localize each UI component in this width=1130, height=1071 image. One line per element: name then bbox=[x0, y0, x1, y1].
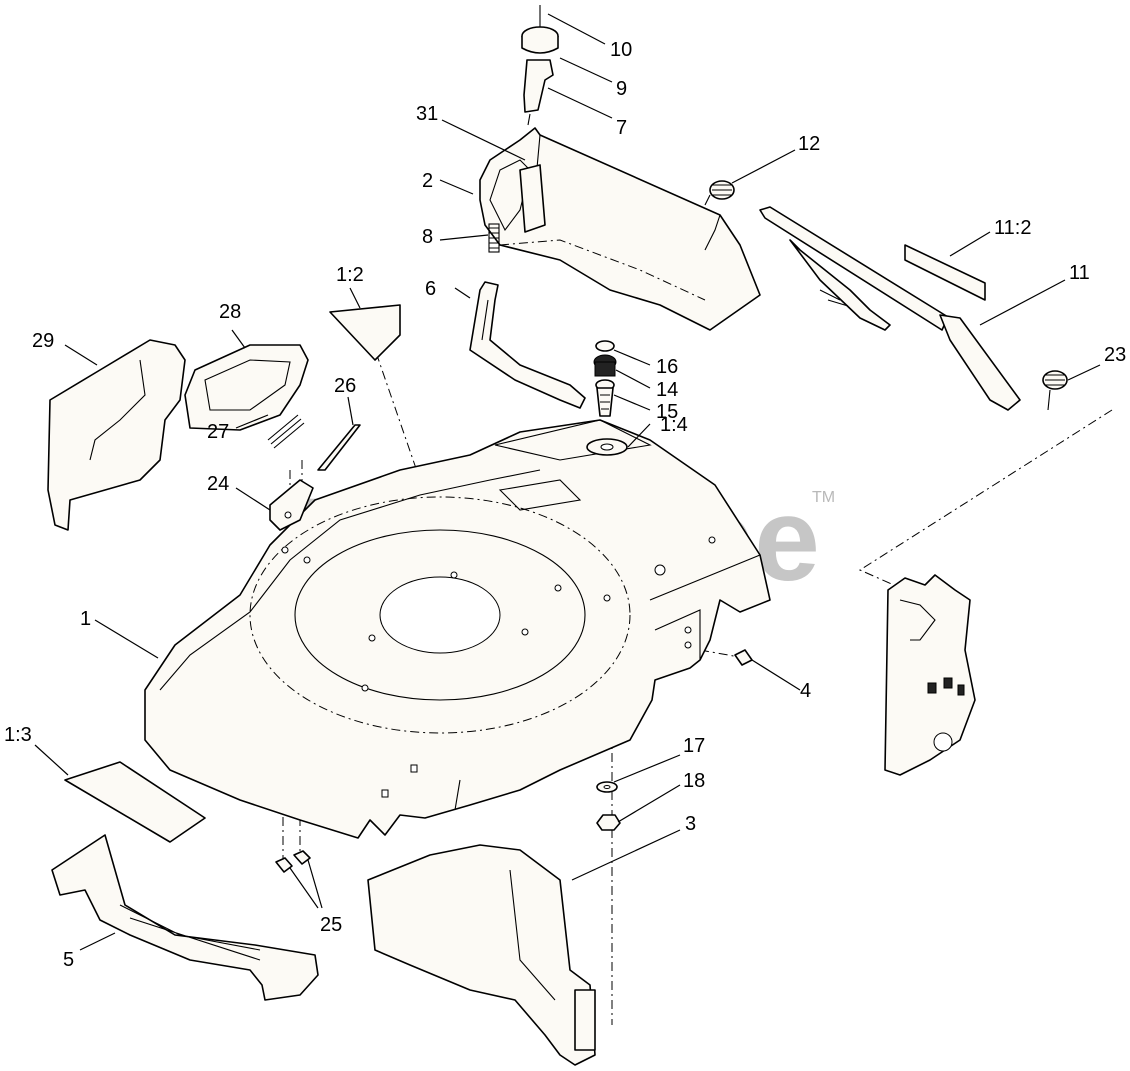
callout-15: 15 bbox=[656, 401, 678, 423]
callout-26: 26 bbox=[334, 375, 356, 397]
spring-8 bbox=[488, 223, 500, 253]
callout-4: 4 bbox=[800, 680, 811, 702]
watermark-trademark: TM bbox=[812, 489, 835, 506]
callout-23: 23 bbox=[1104, 344, 1126, 366]
callout-18: 18 bbox=[683, 770, 705, 792]
rod-bracket-assembly bbox=[267, 414, 361, 531]
callout-28: 28 bbox=[219, 301, 241, 323]
callout-8: 8 bbox=[422, 226, 433, 248]
decal-31 bbox=[519, 164, 546, 233]
callout-1-4: 1:4 bbox=[660, 414, 688, 436]
deflector-29 bbox=[47, 339, 186, 531]
callout-9: 9 bbox=[616, 78, 627, 100]
bolts-25 bbox=[275, 850, 311, 873]
callout-7: 7 bbox=[616, 117, 627, 139]
bag-handle-28 bbox=[184, 344, 309, 431]
decal-1-2 bbox=[329, 304, 401, 361]
callout-29: 29 bbox=[32, 330, 54, 352]
handle-tube-11 bbox=[759, 206, 1021, 411]
chute-3 bbox=[367, 844, 596, 1066]
callout-11: 11 bbox=[1069, 262, 1090, 284]
callout-27: 27 bbox=[207, 421, 229, 443]
door-arm-6 bbox=[469, 281, 586, 409]
callout-1: 1 bbox=[80, 608, 91, 630]
callout-11-2: 11:2 bbox=[994, 217, 1031, 239]
callout-5: 5 bbox=[63, 949, 74, 971]
callout-14: 14 bbox=[656, 379, 678, 401]
knob-assembly bbox=[593, 340, 617, 417]
leader-lines bbox=[34, 13, 1101, 951]
bolt-4 bbox=[734, 649, 753, 666]
callout-24: 24 bbox=[207, 473, 229, 495]
callout-1-3: 1:3 bbox=[4, 724, 32, 746]
decal-1-3 bbox=[64, 761, 206, 843]
latch-assembly bbox=[521, 5, 559, 126]
callout-31: 31 bbox=[416, 103, 438, 125]
callout-25: 25 bbox=[320, 914, 342, 936]
callout-6: 6 bbox=[425, 278, 436, 300]
callout-17: 17 bbox=[683, 735, 705, 757]
mower-deck bbox=[144, 419, 771, 839]
decal-11-2 bbox=[904, 244, 986, 301]
side-plate bbox=[884, 574, 976, 776]
decal-1-4 bbox=[586, 438, 628, 456]
callouts: 10 9 7 31 2 12 8 6 11:2 11 1:2 28 29 26 … bbox=[4, 39, 1126, 971]
callout-10: 10 bbox=[610, 39, 632, 61]
callout-1-2: 1:2 bbox=[336, 264, 364, 286]
washer-nut bbox=[596, 781, 621, 831]
callout-2: 2 bbox=[422, 170, 433, 192]
bracket-5 bbox=[51, 834, 319, 1001]
callout-16: 16 bbox=[656, 356, 678, 378]
torsion-springs bbox=[704, 180, 1068, 411]
callout-3: 3 bbox=[685, 813, 696, 835]
callout-12: 12 bbox=[798, 133, 820, 155]
